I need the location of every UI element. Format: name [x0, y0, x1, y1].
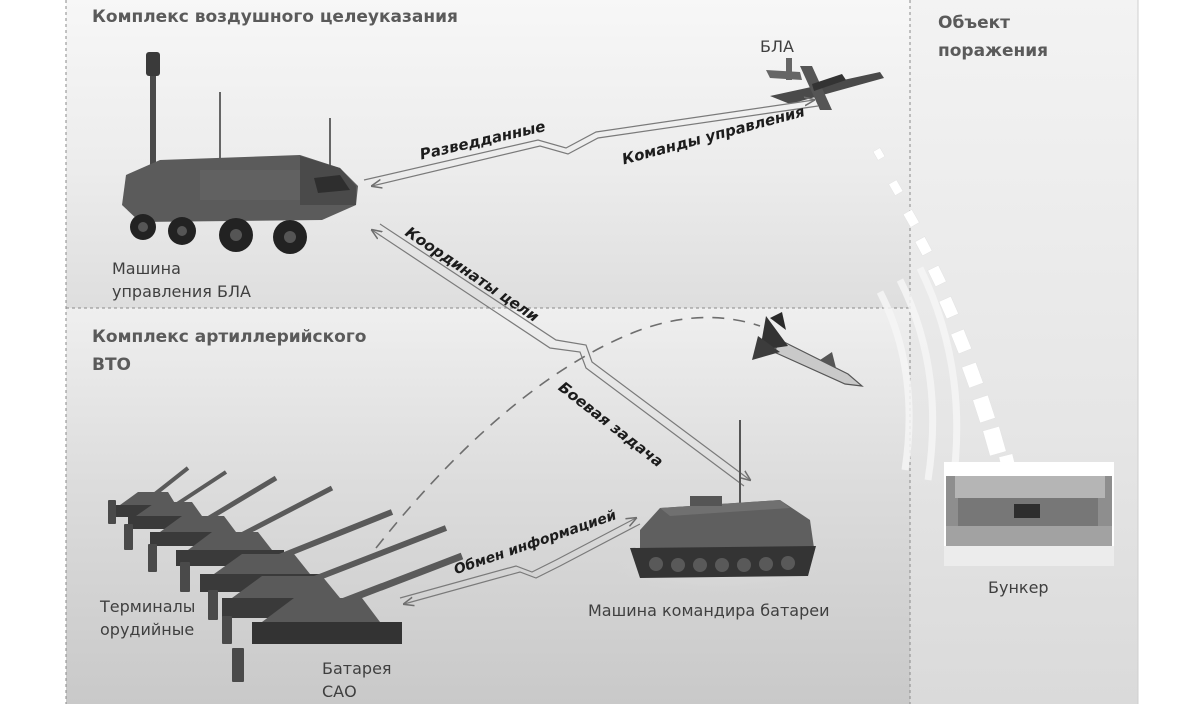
battery-commander-vehicle-image — [614, 420, 822, 592]
uav-control-vehicle-label-line1: Машина — [112, 259, 181, 278]
uav-control-vehicle-image — [122, 52, 358, 254]
bunker-image — [944, 462, 1114, 566]
artillery-section-title-line1: Комплекс артиллерийского — [92, 327, 367, 347]
gun-terminals-label-line2: орудийные — [100, 620, 195, 639]
spg-battery-label-line2: САО — [322, 682, 357, 701]
uav-label: БЛА — [760, 37, 794, 56]
target-section-title-line2: поражения — [938, 41, 1049, 61]
panel-borders — [65, 0, 911, 704]
designation-arcs — [876, 266, 961, 491]
bunker-label: Бункер — [988, 578, 1049, 597]
projectile-trajectory — [375, 316, 761, 549]
air-section-title: Комплекс воздушного целеуказания — [92, 7, 458, 27]
uav-drone-image — [766, 58, 884, 110]
uav-beam — [872, 147, 1020, 485]
air-targeting-panel — [66, 0, 910, 308]
link-info-exchange — [399, 518, 641, 604]
uav-control-vehicle-label-line2: управления БЛА — [112, 282, 251, 301]
gun-terminals-image — [108, 500, 244, 682]
link-target-coordinates — [372, 223, 750, 487]
link-uav-control — [363, 100, 819, 186]
spg-battery-image — [114, 466, 464, 644]
target-section-title-line1: Объект — [938, 13, 1011, 33]
battery-commander-vehicle-label: Машина командира батареи — [588, 601, 830, 620]
gun-terminals-label-line1: Терминалы — [100, 597, 196, 616]
spg-battery-label-line1: Батарея — [322, 659, 392, 678]
guided-projectile-image — [752, 312, 864, 387]
artillery-section-title-line2: ВТО — [92, 355, 132, 375]
